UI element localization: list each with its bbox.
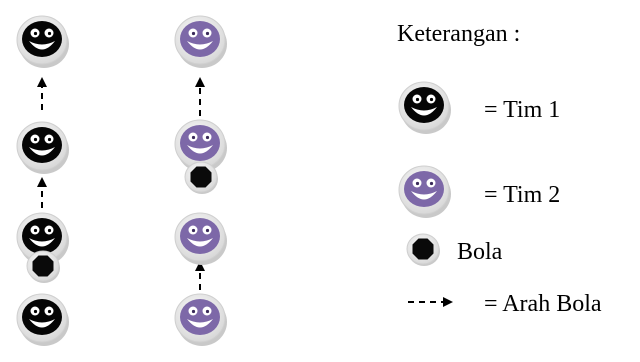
legend-team2-label: = Tim 2 <box>484 182 561 208</box>
legend-ball-label: Bola <box>457 239 503 265</box>
legend-team2-icon <box>398 165 452 219</box>
legend-arrow-label: = Arah Bola <box>484 291 602 317</box>
team2-player-icon <box>174 212 228 266</box>
legend-team1-label: = Tim 1 <box>484 97 561 123</box>
team1-player-icon <box>16 293 70 347</box>
legend-team1-icon <box>398 81 452 135</box>
legend-ball-icon <box>406 233 441 267</box>
ball-icon <box>184 161 219 195</box>
team2-player-icon <box>174 15 228 69</box>
team2-player-icon <box>174 293 228 347</box>
legend-title: Keterangan : <box>397 21 521 47</box>
ball-icon <box>26 250 61 284</box>
team1-player-icon <box>16 121 70 175</box>
team1-player-icon <box>16 15 70 69</box>
